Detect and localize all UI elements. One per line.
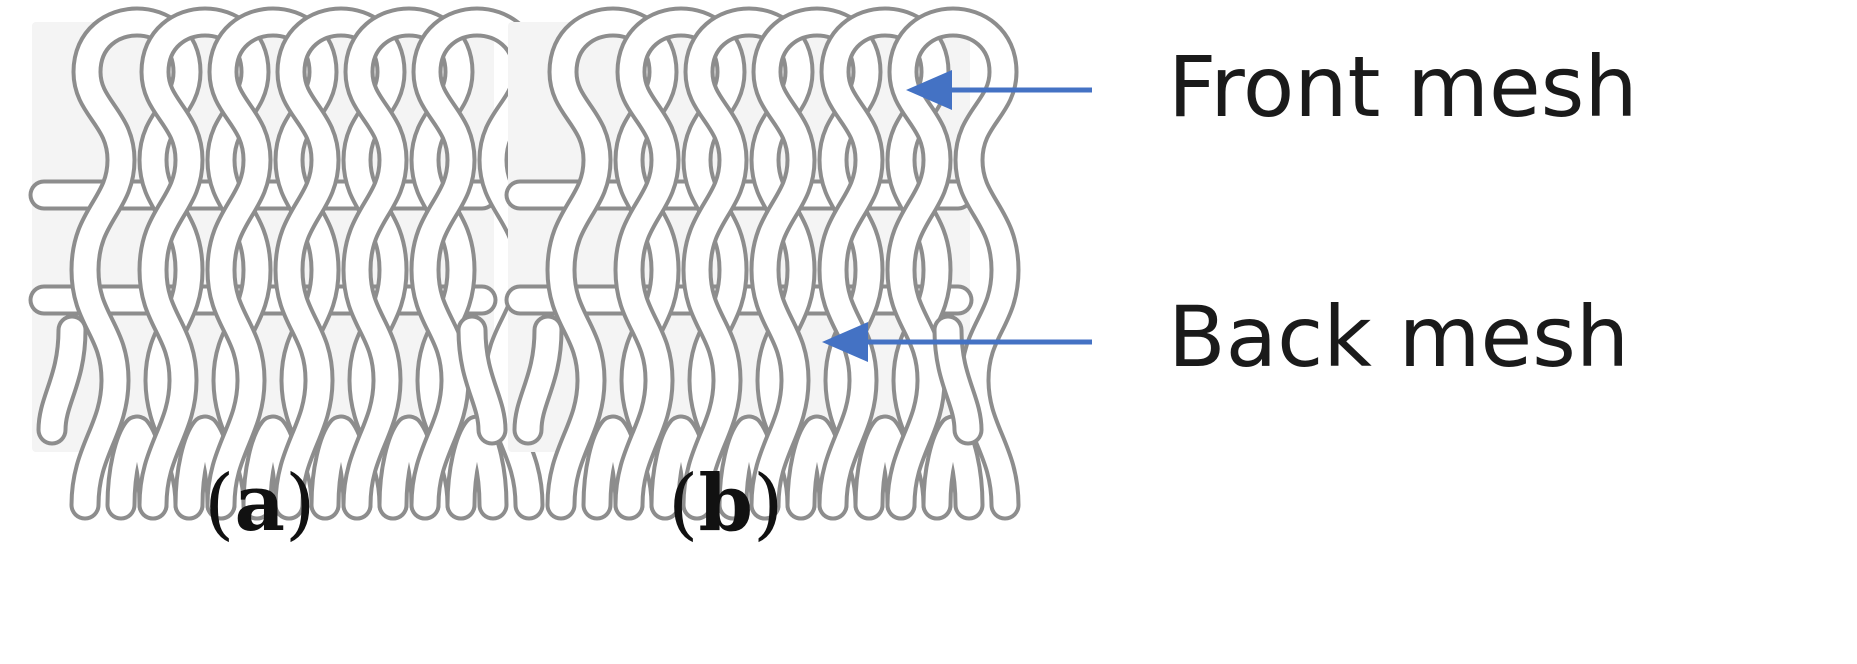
edge-hook: [456, 314, 508, 446]
caption-a: (a): [204, 458, 315, 549]
caption-b: (b): [668, 458, 783, 549]
back-mesh-label: Back mesh: [1168, 288, 1629, 386]
caption-a-letter: a: [234, 458, 285, 549]
panel-b-loops: [504, 22, 1005, 505]
edge-hook: [512, 314, 564, 446]
front-mesh-arrow: [906, 70, 1092, 110]
back-mesh-arrow: [822, 322, 1092, 362]
back-arrow-head: [822, 322, 868, 362]
caption-b-letter: b: [698, 458, 753, 549]
edge-hook: [932, 314, 984, 446]
front-arrow-head: [906, 70, 952, 110]
front-mesh-label: Front mesh: [1168, 38, 1638, 136]
edge-hook: [36, 314, 88, 446]
knit-panel-a: [28, 22, 529, 505]
panel-a-loops: [28, 22, 529, 505]
